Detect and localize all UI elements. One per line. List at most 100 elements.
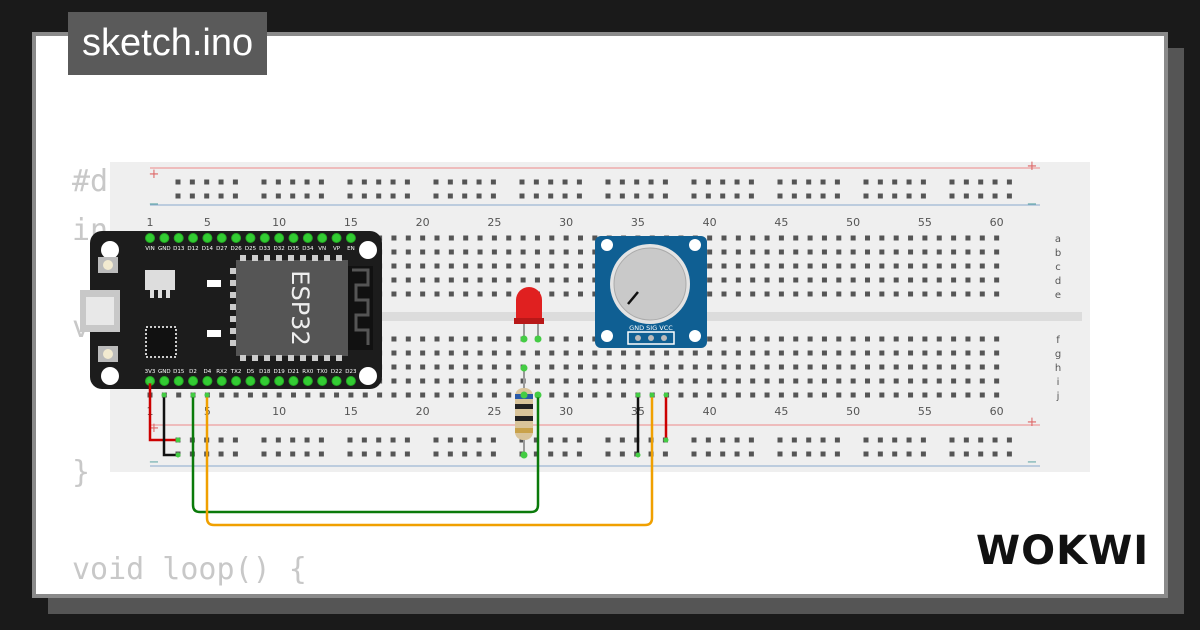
esp32-pin [331,233,342,243]
rail-hole [232,451,238,457]
terminal-hole [276,392,282,398]
terminal-hole [793,249,799,255]
terminal-hole [391,277,397,283]
rail-hole [834,193,840,199]
terminal-hole [965,364,971,370]
terminal-hole [405,249,411,255]
terminal-hole [578,291,583,297]
rail-hole [576,437,582,443]
terminal-hole [879,249,885,255]
terminal-hole [534,364,540,370]
terminal-hole [750,364,756,370]
terminal-hole [362,392,368,398]
led-rim [514,318,544,324]
rail-hole [906,193,912,199]
rail-hole [705,437,711,443]
terminal-hole [807,235,813,241]
esp32-pin [288,233,299,243]
rail-hole [562,437,568,443]
terminal-hole [534,263,540,269]
rail-hole [834,437,840,443]
terminal-hole [491,249,497,255]
terminal-hole [520,235,526,241]
terminal-hole [936,249,942,255]
terminal-hole [578,263,583,269]
module-pad [230,316,236,322]
terminal-hole [420,263,426,269]
resistor [515,388,533,440]
module-pad [288,255,294,261]
terminal-hole [578,277,583,283]
rail-hole [304,437,310,443]
rail-hole [562,193,568,199]
esp32-pin [145,233,155,243]
terminal-hole [549,249,555,255]
terminal-hole [707,392,713,398]
esp32-pin-label: D22 [331,369,342,375]
terminal-hole [850,249,856,255]
terminal-hole [592,249,598,255]
rail-hole [720,193,726,199]
terminal-hole [219,392,225,398]
terminal-hole [908,378,914,384]
esp32-pin-label: D32 [274,246,285,252]
terminal-hole [420,291,426,297]
rail-hole [533,451,539,457]
terminal-hole [477,336,483,342]
column-number: 30 [559,216,573,229]
connection-dot [204,392,210,398]
terminal-hole [893,277,899,283]
rail-hole [175,179,181,185]
rail-hole [562,179,568,185]
terminal-hole [520,277,526,283]
terminal-hole [893,249,899,255]
terminal-hole [491,263,497,269]
terminal-hole [836,249,842,255]
esp32-pin-label: D13 [173,246,185,252]
terminal-hole [534,350,540,356]
terminal-hole [979,392,985,398]
smd-part [207,280,221,287]
terminal-hole [922,249,928,255]
terminal-hole [621,364,627,370]
terminal-hole [563,277,569,283]
rail-hole [361,193,367,199]
rail-hole [218,193,224,199]
rail-hole [361,437,367,443]
connection-dot [520,391,528,399]
rail-hole [275,437,281,443]
esp32-pin-label: RX0 [302,369,314,375]
terminal-hole [721,263,727,269]
esp32-pin [245,233,256,243]
terminal-hole [463,336,469,342]
terminal-hole [334,392,340,398]
terminal-hole [836,392,842,398]
terminal-hole [448,378,454,384]
rail-hole [304,193,310,199]
terminal-hole [463,350,469,356]
terminal-hole [563,263,569,269]
rail-hole [462,179,468,185]
board-button-cap [103,349,113,359]
terminal-hole [836,378,842,384]
module-pad [324,355,330,361]
terminal-hole [778,249,784,255]
connection-dot [635,392,641,398]
esp32-pin [259,376,270,386]
rail-hole [189,193,195,199]
connection-dot [520,335,528,343]
terminal-hole [979,364,985,370]
regulator-pin [150,290,154,298]
terminal-hole [764,277,770,283]
rail-hole [863,193,869,199]
connection-dot [161,392,167,398]
esp32-pin [202,376,213,386]
rail-hole [390,437,396,443]
terminal-hole [994,392,1000,398]
terminal-hole [879,392,885,398]
project-title[interactable]: sketch.ino [68,12,268,75]
terminal-hole [778,291,784,297]
connection-dot [663,392,669,398]
terminal-hole [477,350,483,356]
terminal-hole [391,235,397,241]
